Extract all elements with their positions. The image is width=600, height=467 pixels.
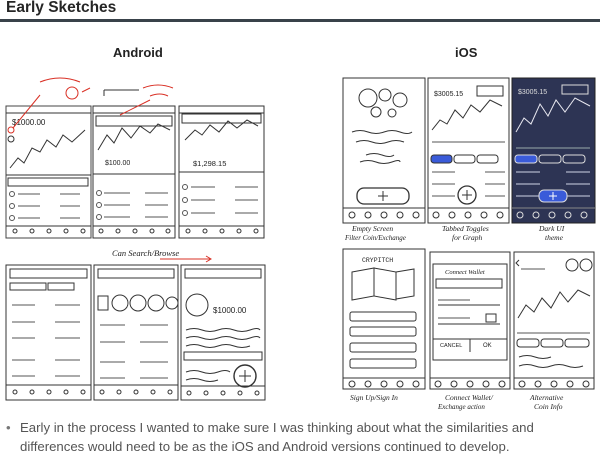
sketch-ok: OK — [483, 343, 492, 349]
body-line-1: Early in the process I wanted to make su… — [20, 420, 534, 435]
android-heading: Android — [113, 45, 163, 60]
sketch-cheap: $100.00 — [105, 160, 130, 167]
ios-sketch-signup: CRYPITCH — [342, 248, 426, 390]
ios-caption-dark: Dark UI — [538, 224, 565, 233]
ios-caption-alt2: Coin Info — [534, 402, 563, 411]
sketch-cancel: CANCEL — [440, 343, 462, 349]
body-line-2: differences would need to be as the iOS … — [20, 439, 510, 454]
sketch-can-search: Can Search/Browse — [112, 248, 179, 258]
title-bar: Early Sketches — [0, 0, 600, 21]
ios-sketch-empty — [342, 77, 426, 224]
ios-sketch-tabbed: $3005.15 — [427, 77, 510, 224]
ios-sketch-alt — [513, 251, 595, 390]
android-sketch-coin: $1000.00 — [180, 264, 266, 401]
sketch-cashflow: $1000.00 — [12, 118, 46, 127]
page-title: Early Sketches — [6, 0, 117, 16]
ios-caption-empty2: Filter Coin/Exchange — [344, 234, 406, 242]
ios-caption-tabbed2: for Graph — [452, 233, 482, 242]
ios-caption-alt: Alternative — [529, 393, 564, 402]
sketch-hist: $1,298.15 — [193, 159, 226, 168]
sketch-connect-wallet: Connect Wallet — [445, 269, 485, 276]
sketch-portfolio: $3005.15 — [434, 91, 463, 98]
ios-sketch-dark: $3005.15 — [511, 77, 596, 224]
body-paragraph: • Early in the process I wanted to make s… — [6, 418, 596, 456]
sketch-total-a: $1000.00 — [213, 306, 247, 315]
android-sketch-browse — [93, 264, 179, 401]
ios-caption-empty: Empty Screen — [351, 224, 393, 233]
android-sketch-home: $1000.00 — [5, 77, 92, 239]
ios-caption-connect: Connect Wallet/ — [445, 393, 494, 402]
ios-caption-connect2: Exchange action — [437, 403, 485, 411]
ios-heading: iOS — [455, 45, 478, 60]
sketch-cryptich: CRYPITCH — [362, 257, 393, 264]
android-sketch-watch: $100.00 — [92, 84, 176, 239]
ios-caption-tabbed: Tabbed Toggles — [442, 224, 489, 233]
android-sketch-search — [5, 264, 92, 401]
ios-caption-signup: Sign Up/Sign In — [350, 393, 398, 402]
sketch-dark-portfolio: $3005.15 — [518, 89, 547, 96]
android-sketch-exchange: $1,298.15 — [178, 105, 265, 239]
bullet-mark: • — [6, 420, 11, 435]
title-rule — [0, 19, 600, 22]
ios-caption-dark2: theme — [545, 233, 564, 242]
ios-sketch-connect: Connect Wallet CANCEL OK — [429, 251, 511, 390]
